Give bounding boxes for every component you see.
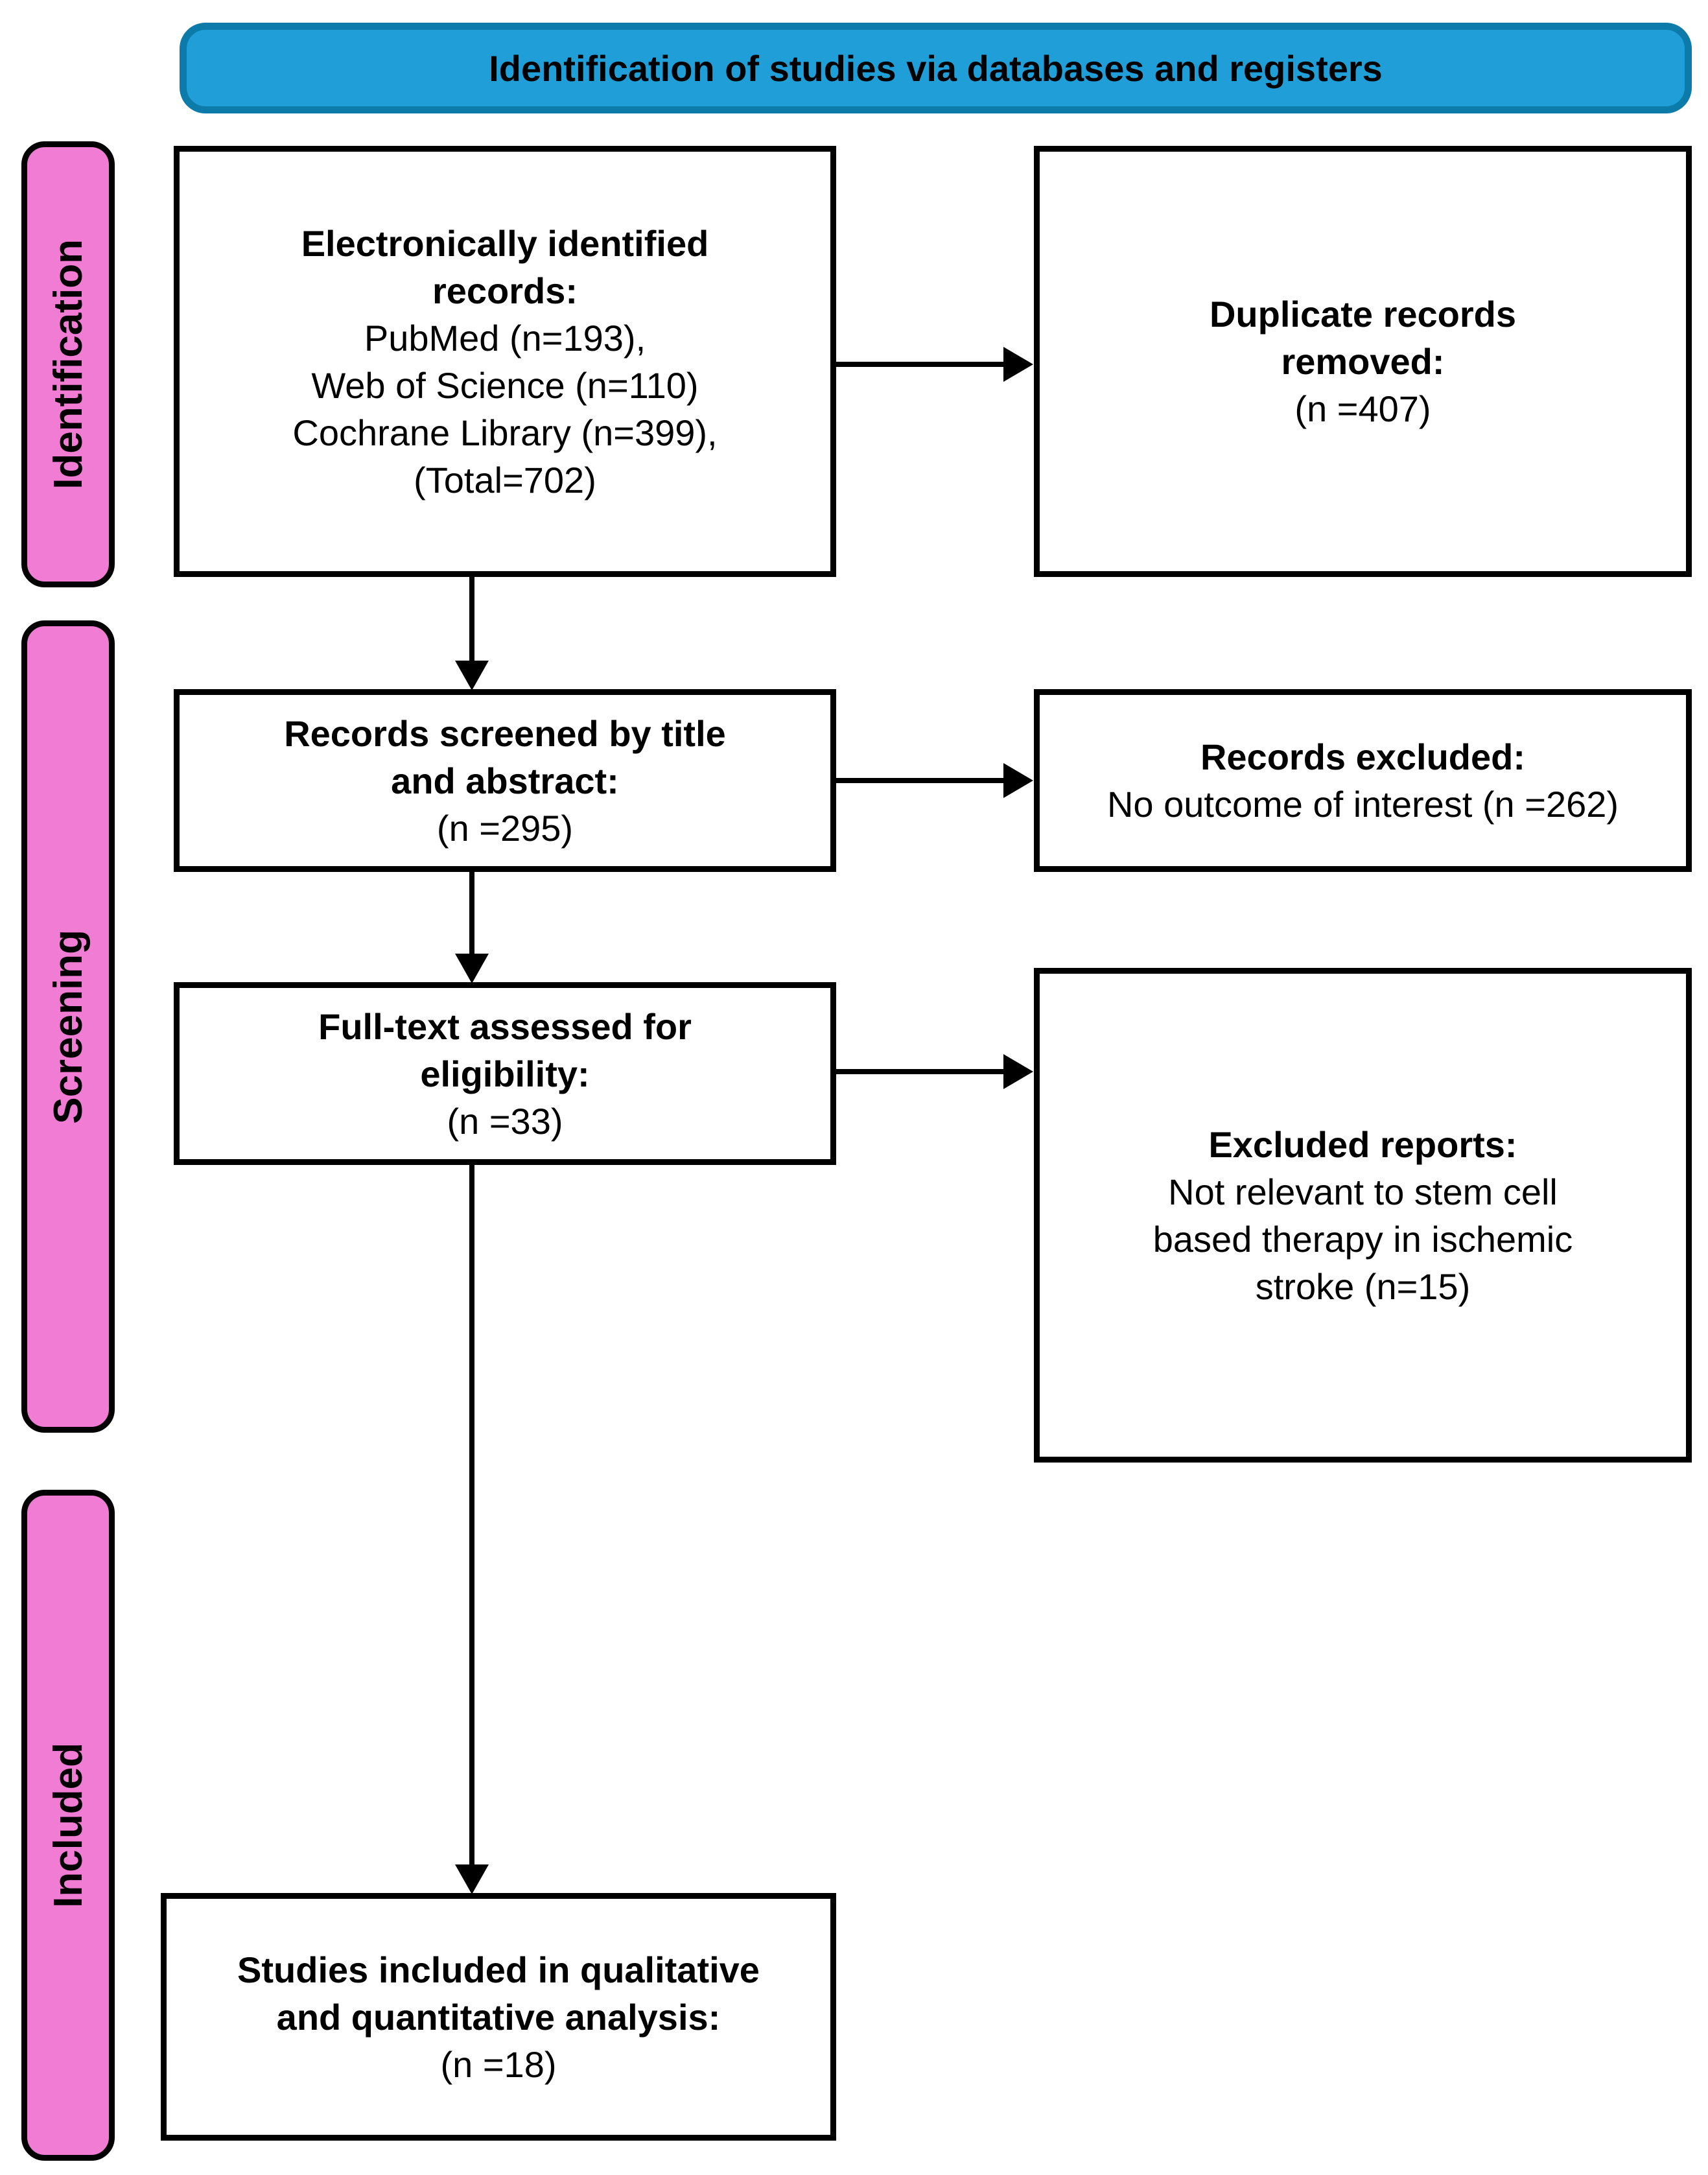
stage-label-included: Included xyxy=(45,1743,91,1908)
box-title-line: Electronically identified xyxy=(301,222,709,264)
box-records-excluded: Records excluded: No outcome of interest… xyxy=(1034,689,1692,872)
box-title-line: Records screened by title xyxy=(284,712,726,754)
arrow-fulltext-to-excluded-reports-line xyxy=(836,1069,1005,1074)
arrow-screened-to-fulltext-head-icon xyxy=(455,954,489,983)
box-body-line: PubMed (n=193), xyxy=(364,317,646,359)
box-title-line: removed: xyxy=(1281,341,1445,382)
box-body-line: (Total=702) xyxy=(414,459,596,500)
arrow-identified-to-screened-line xyxy=(469,576,474,664)
arrow-fulltext-to-included-head-icon xyxy=(455,1864,489,1894)
box-title-line: Duplicate records xyxy=(1209,294,1517,335)
stage-bar-screening: Screening xyxy=(21,620,115,1433)
box-title-line: eligibility: xyxy=(420,1053,590,1094)
arrow-fulltext-to-included-line xyxy=(469,1164,474,1866)
box-title-line: Studies included in qualitative xyxy=(237,1949,760,1990)
box-body-line: based therapy in ischemic xyxy=(1152,1218,1573,1260)
banner-label: Identification of studies via databases … xyxy=(489,47,1383,89)
banner-databases-registers: Identification of studies via databases … xyxy=(180,23,1692,113)
arrow-identified-to-duplicates-head-icon xyxy=(1003,347,1033,382)
box-title-line: and quantitative analysis: xyxy=(276,1996,721,2038)
arrow-identified-to-screened-head-icon xyxy=(455,661,489,690)
box-body-line: (n =18) xyxy=(440,2043,557,2085)
box-body-line: (n =33) xyxy=(447,1100,563,1142)
stage-label-screening: Screening xyxy=(45,929,91,1124)
arrow-screened-to-fulltext-line xyxy=(469,871,474,956)
arrow-screened-to-excluded-line xyxy=(836,778,1005,783)
arrow-screened-to-excluded-head-icon xyxy=(1003,763,1033,798)
box-body-line: Not relevant to stem cell xyxy=(1168,1171,1558,1212)
stage-label-identification: Identification xyxy=(45,239,91,489)
box-body-line: (n =295) xyxy=(436,807,574,849)
box-title-line: records: xyxy=(432,270,578,311)
box-fulltext-assessed: Full-text assessed for eligibility: (n =… xyxy=(174,982,836,1165)
arrow-identified-to-duplicates-line xyxy=(836,362,1005,367)
box-title-line: Excluded reports: xyxy=(1208,1123,1517,1165)
box-body-line: No outcome of interest (n =262) xyxy=(1106,784,1619,825)
box-body-line: (n =407) xyxy=(1294,388,1431,429)
stage-bar-included: Included xyxy=(21,1490,115,2161)
box-title-line: Full-text assessed for xyxy=(318,1005,692,1047)
box-records-screened: Records screened by title and abstract: … xyxy=(174,689,836,872)
box-body-line: Web of Science (n=110) xyxy=(311,364,699,406)
stage-bar-identification: Identification xyxy=(21,141,115,587)
box-electronically-identified-records: Electronically identified records: PubMe… xyxy=(174,146,836,577)
box-body-line: stroke (n=15) xyxy=(1255,1265,1471,1307)
box-studies-included: Studies included in qualitative and quan… xyxy=(161,1893,836,2141)
box-title-line: Records excluded: xyxy=(1200,736,1526,777)
box-excluded-reports: Excluded reports: Not relevant to stem c… xyxy=(1034,968,1692,1463)
box-title-line: and abstract: xyxy=(391,760,619,801)
box-duplicate-records-removed: Duplicate records removed: (n =407) xyxy=(1034,146,1692,577)
box-body-line: Cochrane Library (n=399), xyxy=(292,412,718,453)
arrow-fulltext-to-excluded-reports-head-icon xyxy=(1003,1054,1033,1089)
